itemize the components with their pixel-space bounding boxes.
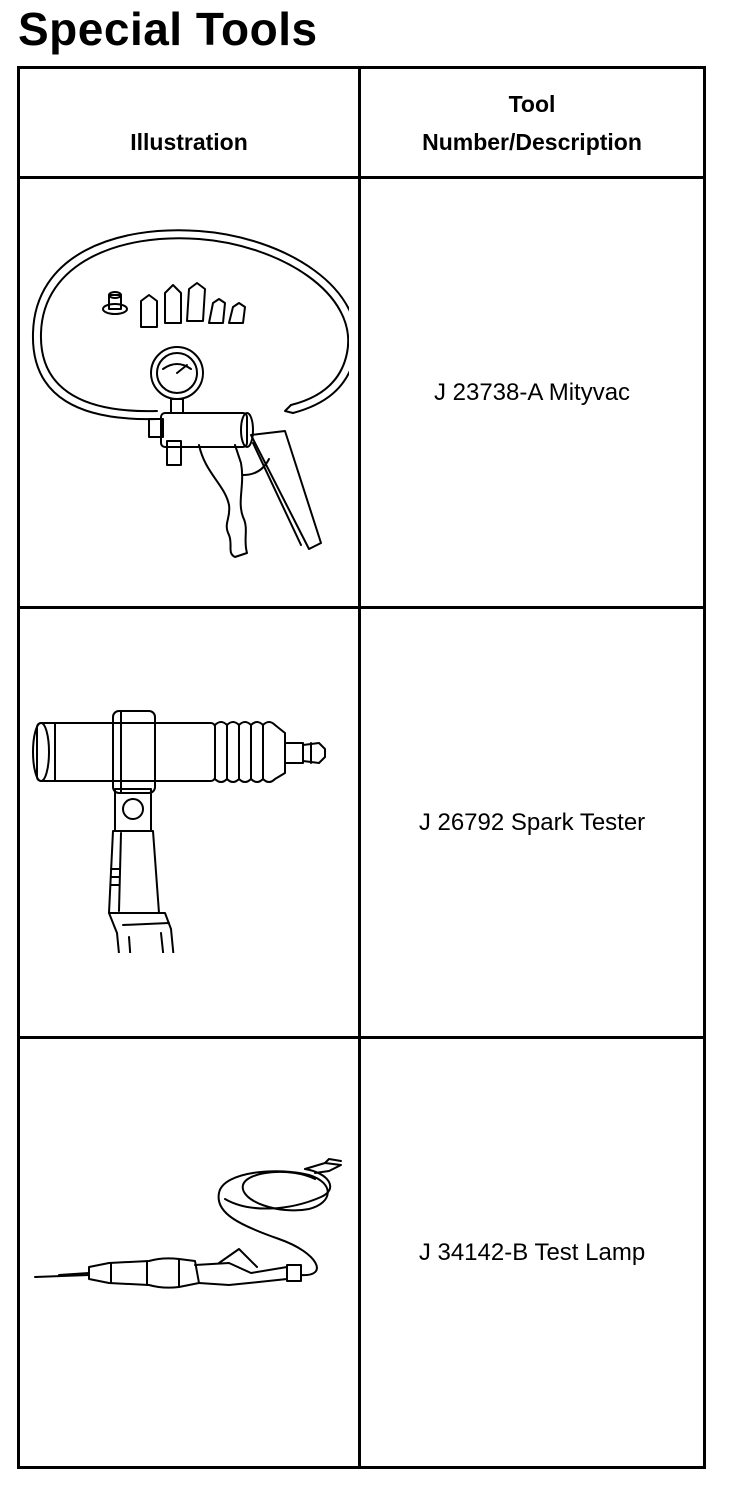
vacuum-pump-icon <box>31 228 349 558</box>
illustration-cell <box>17 606 361 1039</box>
header-tool-number-description: Tool Number/Description <box>358 66 706 179</box>
page-title: Special Tools <box>18 3 318 55</box>
header-tool-line2: Number/Description <box>422 128 642 155</box>
header-illustration: Illustration <box>17 66 361 179</box>
table-row: J 34142-B Test Lamp <box>17 1036 706 1469</box>
illustration-cell <box>17 1036 361 1469</box>
table-row: J 26792 Spark Tester <box>17 606 706 1039</box>
table-header-row: Illustration Tool Number/Description <box>17 66 706 179</box>
description-cell: J 26792 Spark Tester <box>358 606 706 1039</box>
description-cell: J 34142-B Test Lamp <box>358 1036 706 1469</box>
table-row: J 23738-A Mityvac <box>17 176 706 609</box>
special-tools-table: Illustration Tool Number/Description <box>17 66 706 1469</box>
description-cell: J 23738-A Mityvac <box>358 176 706 609</box>
illustration-cell <box>17 176 361 609</box>
test-lamp-icon <box>34 1157 342 1289</box>
spark-tester-icon <box>32 709 326 953</box>
header-tool-line1: Tool <box>508 90 556 117</box>
